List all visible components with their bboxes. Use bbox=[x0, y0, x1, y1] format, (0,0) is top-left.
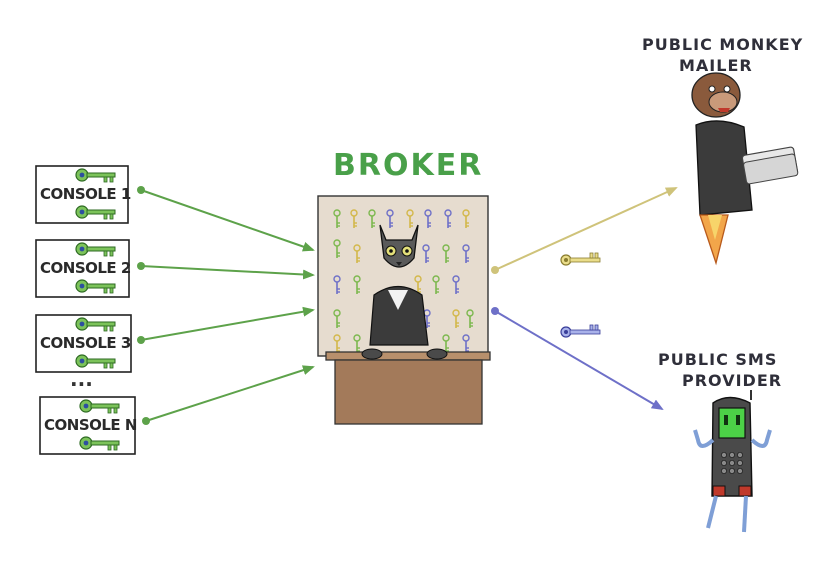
arrow-console-3 bbox=[140, 306, 315, 341]
arrow-console-2 bbox=[140, 265, 315, 280]
mailer-title-line2: MAILER bbox=[679, 56, 753, 75]
console-n: CONSOLE N bbox=[39, 396, 137, 455]
console-3: CONSOLE 3 bbox=[35, 314, 132, 373]
arrow-console-n bbox=[145, 365, 315, 422]
sms-title-line1: PUBLIC SMS bbox=[658, 350, 777, 369]
console-label: CONSOLE 3 bbox=[40, 334, 131, 352]
mailer-title-line1: PUBLIC MONKEY bbox=[642, 35, 803, 54]
console-label: CONSOLE N bbox=[44, 416, 137, 434]
console-label: CONSOLE 1 bbox=[40, 185, 131, 203]
monkey-mailer-icon bbox=[691, 72, 799, 266]
sms-robot-icon bbox=[693, 390, 772, 533]
sms-title-line2: PROVIDER bbox=[682, 371, 782, 390]
key-icon bbox=[560, 252, 601, 266]
ellipsis: ... bbox=[70, 367, 93, 391]
console-arrows bbox=[137, 186, 315, 425]
console-1: CONSOLE 1 bbox=[35, 165, 131, 224]
console-2: CONSOLE 2 bbox=[35, 239, 131, 298]
cat-broker-icon bbox=[369, 224, 429, 346]
key-icon bbox=[560, 324, 601, 338]
arrow-console-1 bbox=[140, 189, 315, 252]
broker-desk bbox=[325, 348, 491, 425]
console-label: CONSOLE 2 bbox=[40, 259, 131, 277]
broker-title: BROKER bbox=[333, 148, 483, 183]
arrow-to-mailer bbox=[494, 187, 678, 271]
arrow-to-sms bbox=[494, 310, 664, 411]
